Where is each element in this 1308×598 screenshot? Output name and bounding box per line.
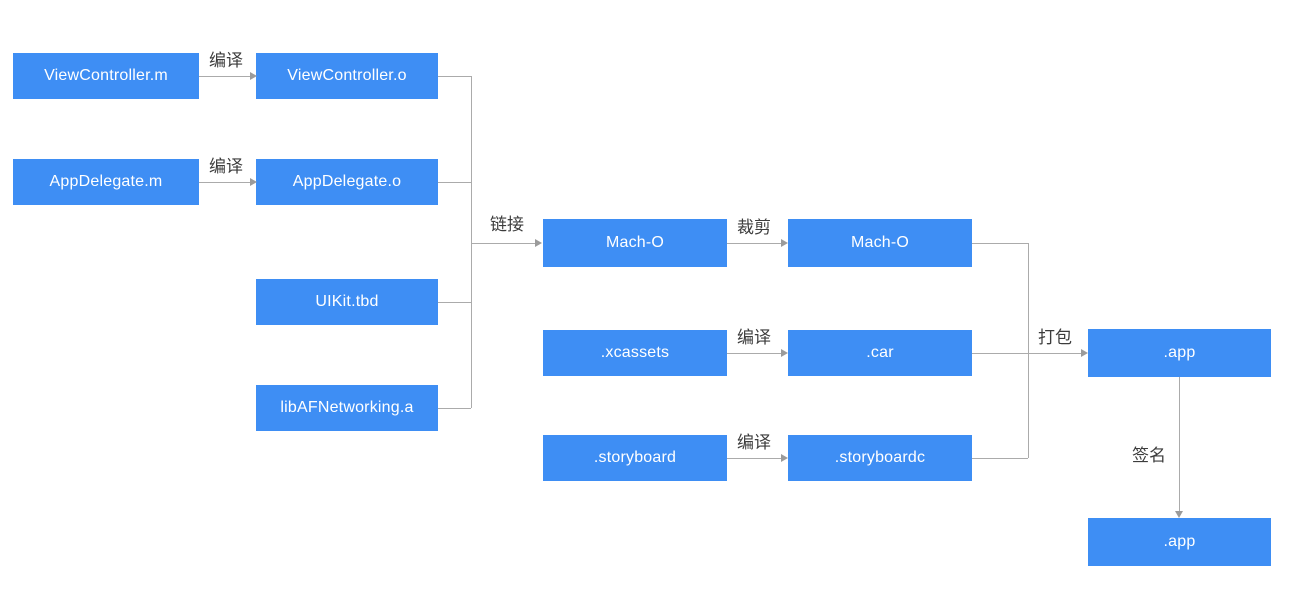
node-app-packaged: .app <box>1088 329 1271 377</box>
node-viewcontroller-o: ViewController.o <box>256 53 438 99</box>
connector-storyboardc-stub <box>972 458 1028 459</box>
edge-label-compile-storyboard: 编译 <box>737 433 771 452</box>
connector-appdelegate-o-stub <box>438 182 471 183</box>
edge-label-package: 打包 <box>1038 328 1072 347</box>
edge-label-compile-viewcontroller: 编译 <box>209 51 243 70</box>
connector-compile-storyboard-line <box>727 458 781 459</box>
connector-link-line <box>471 243 535 244</box>
connector-mach-o-trimmed-stub <box>972 243 1028 244</box>
arrowhead-compile-xcassets-icon <box>781 349 788 357</box>
connector-sign-line <box>1179 377 1180 511</box>
arrowhead-compile-viewcontroller-icon <box>250 72 257 80</box>
arrowhead-compile-storyboard-icon <box>781 454 788 462</box>
node-uikit-tbd: UIKit.tbd <box>256 279 438 325</box>
connector-uikit-tbd-stub <box>438 302 471 303</box>
connector-viewcontroller-o-stub <box>438 76 471 77</box>
node-car: .car <box>788 330 972 376</box>
connector-compile-viewcontroller-line <box>199 76 250 77</box>
node-storyboard: .storyboard <box>543 435 727 481</box>
connector-package-line <box>972 353 1081 354</box>
node-mach-o-linked: Mach-O <box>543 219 727 267</box>
connector-link-junction-vline <box>471 76 472 408</box>
edge-label-compile-xcassets: 编译 <box>737 328 771 347</box>
node-appdelegate-o: AppDelegate.o <box>256 159 438 205</box>
edge-label-sign: 签名 <box>1132 446 1166 465</box>
arrowhead-sign-icon <box>1175 511 1183 518</box>
connector-package-junction-vline <box>1028 243 1029 458</box>
arrowhead-link-icon <box>535 239 542 247</box>
node-xcassets: .xcassets <box>543 330 727 376</box>
edge-label-compile-appdelegate: 编译 <box>209 157 243 176</box>
edge-label-link: 链接 <box>490 215 524 234</box>
connector-compile-appdelegate-line <box>199 182 250 183</box>
arrowhead-package-icon <box>1081 349 1088 357</box>
node-viewcontroller-m: ViewController.m <box>13 53 199 99</box>
edge-label-trim: 裁剪 <box>737 218 771 237</box>
arrowhead-trim-icon <box>781 239 788 247</box>
connector-compile-xcassets-line <box>727 353 781 354</box>
arrowhead-compile-appdelegate-icon <box>250 178 257 186</box>
node-mach-o-trimmed: Mach-O <box>788 219 972 267</box>
node-storyboardc: .storyboardc <box>788 435 972 481</box>
connector-libafnetworking-a-stub <box>438 408 471 409</box>
connector-trim-line <box>727 243 781 244</box>
node-app-signed: .app <box>1088 518 1271 566</box>
node-libafnetworking-a: libAFNetworking.a <box>256 385 438 431</box>
node-appdelegate-m: AppDelegate.m <box>13 159 199 205</box>
